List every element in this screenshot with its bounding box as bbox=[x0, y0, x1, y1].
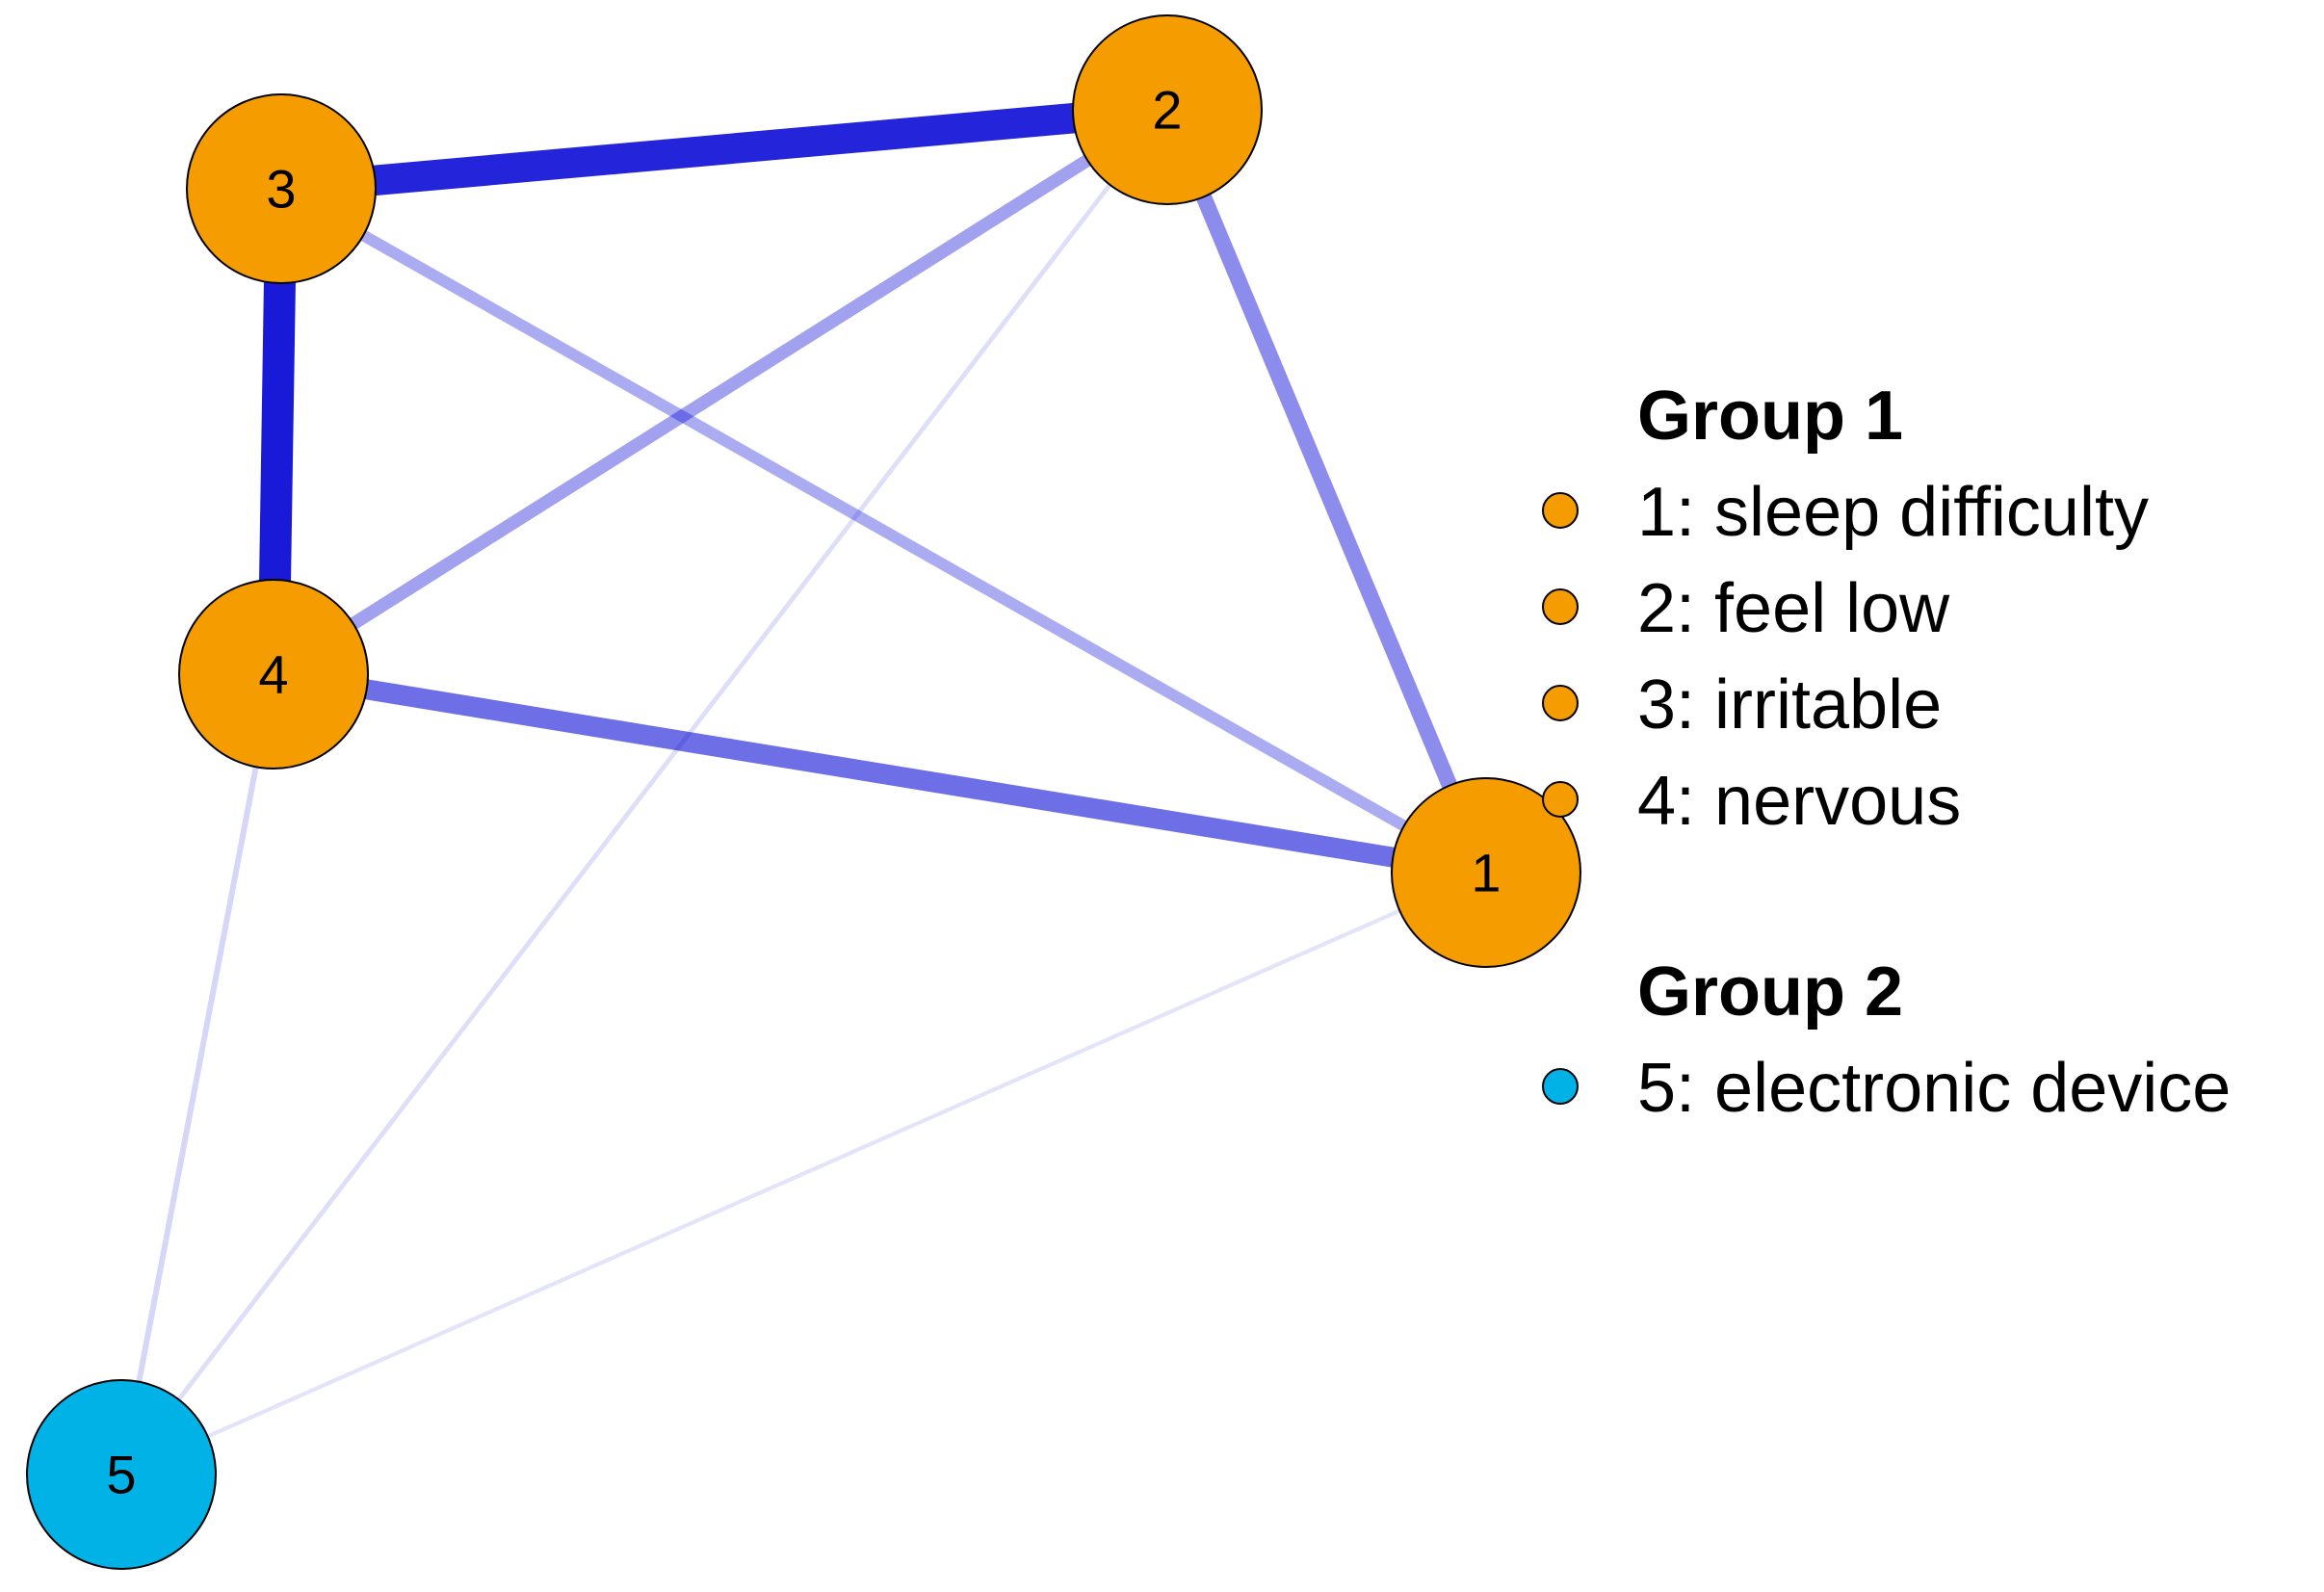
legend: Group 1 1: sleep difficulty 2: feel low 3: … bbox=[1542, 378, 2231, 1127]
node-2: 2 bbox=[1072, 14, 1263, 205]
node-circle-1 bbox=[1391, 777, 1581, 968]
node-4: 4 bbox=[178, 579, 369, 770]
legend-marker bbox=[1542, 588, 1579, 625]
node-label-5: 5 bbox=[106, 1445, 136, 1505]
edge-3-2 bbox=[279, 94, 1169, 204]
node-3: 3 bbox=[186, 93, 377, 284]
node-circle-5 bbox=[26, 1379, 217, 1570]
edge-2-5 bbox=[119, 108, 1169, 1476]
node-5: 5 bbox=[26, 1379, 217, 1570]
node-1: 1 bbox=[1391, 777, 1581, 968]
edge-3-1 bbox=[278, 183, 1489, 878]
edge-4-5 bbox=[118, 673, 276, 1475]
node-label-3: 3 bbox=[266, 159, 296, 220]
legend-marker bbox=[1542, 781, 1579, 818]
legend-item: 1: sleep difficulty bbox=[1637, 474, 2149, 551]
legend-item: 2: feel low bbox=[1637, 570, 1950, 647]
legend-group-title: Group 1 bbox=[1637, 378, 1903, 455]
legend-marker bbox=[1542, 685, 1579, 721]
node-label-1: 1 bbox=[1471, 843, 1501, 903]
edge-4-2 bbox=[270, 104, 1171, 680]
edge-4-1 bbox=[272, 664, 1488, 883]
node-label-4: 4 bbox=[258, 644, 288, 705]
edge-1-5 bbox=[120, 871, 1487, 1476]
node-circle-3 bbox=[186, 93, 377, 284]
legend-item: 3: irritable bbox=[1637, 666, 1942, 744]
legend-marker bbox=[1542, 492, 1579, 529]
node-circle-2 bbox=[1072, 14, 1263, 205]
edge-2-1 bbox=[1160, 106, 1494, 876]
node-circle-4 bbox=[178, 579, 369, 770]
legend-marker bbox=[1542, 1068, 1579, 1105]
legend-item: 4: nervous bbox=[1637, 763, 1961, 840]
node-label-2: 2 bbox=[1152, 80, 1182, 141]
edges-layer bbox=[118, 94, 1494, 1476]
legend-item: 5: electronic device bbox=[1637, 1050, 2231, 1127]
nodes-layer: 1 2 3 4 5 bbox=[26, 14, 1581, 1570]
legend-group-title: Group 2 bbox=[1637, 953, 1903, 1031]
